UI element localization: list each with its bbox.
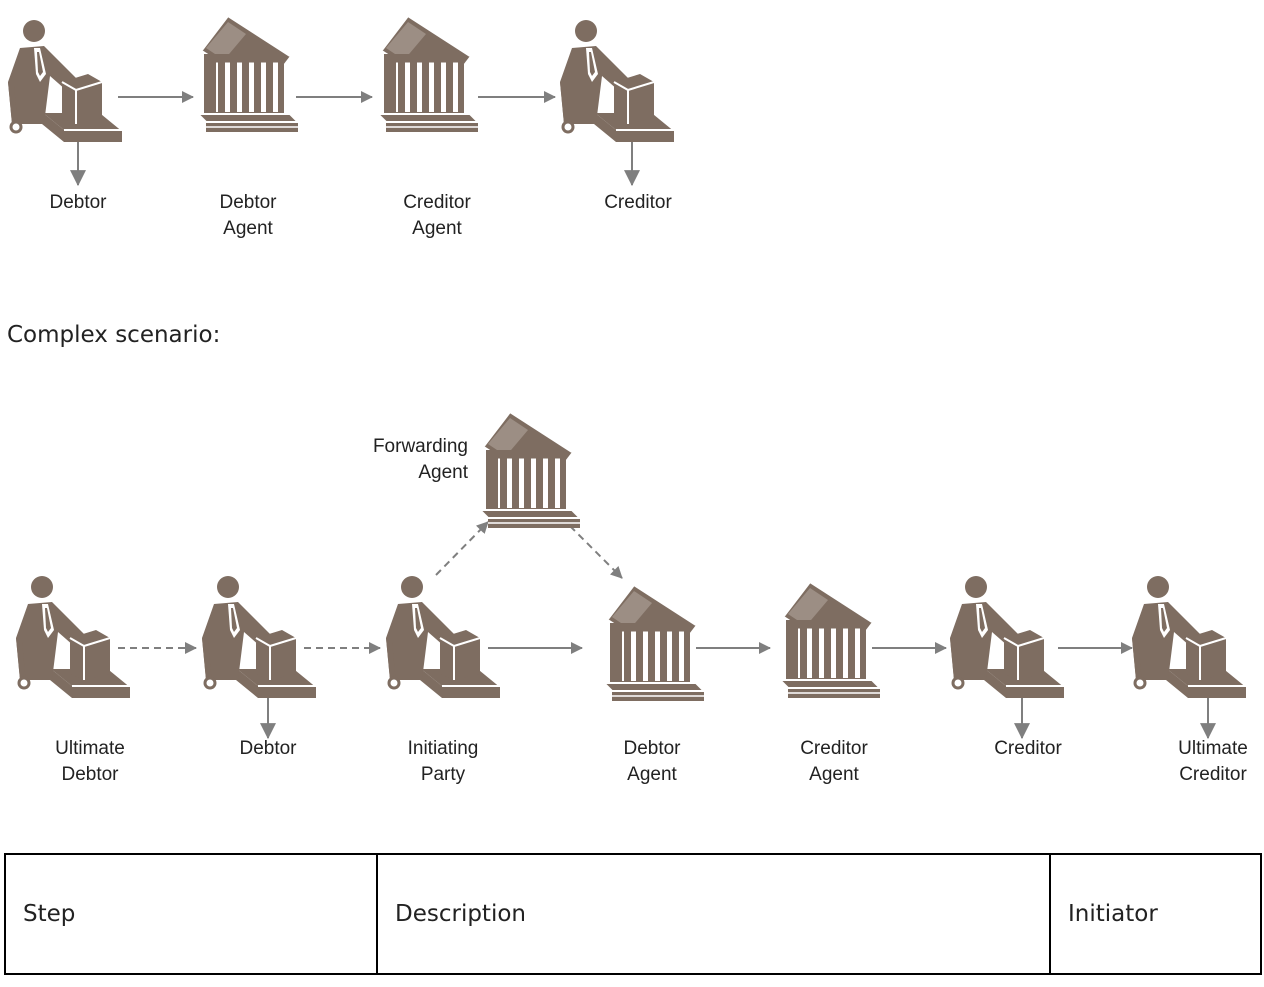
complex-ultimate-debtor-label: Ultimate Debtor [55,738,125,785]
person-icon [560,20,675,142]
complex-initiating-party-label: Initiating Party [407,738,479,785]
person-icon [950,576,1065,698]
complex-ultimate-creditor-label: Ultimate Creditor [1178,738,1248,785]
simple-creditor-agent-label: Creditor Agent [403,192,471,239]
person-icon [1132,576,1247,698]
steps-table: Step Description Initiator [4,853,1262,975]
complex-creditor-label: Creditor [994,738,1062,759]
bank-icon [479,410,583,528]
simple-creditor-label: Creditor [604,192,672,213]
person-icon [8,20,123,142]
person-icon [16,576,131,698]
simple-debtor-label: Debtor [49,192,107,213]
step-column-header: Step [4,853,378,975]
bank-icon [779,580,883,698]
complex-forwarding-agent-label: Forwarding Agent [372,436,468,483]
complex-debtor-label: Debtor [239,738,297,759]
complex-edge-initiating-party-to-forwarding-agent [435,521,489,576]
complex-scenario-heading: Complex scenario: [7,322,221,348]
person-icon [386,576,501,698]
bank-icon [603,583,707,701]
complex-debtor-agent-label: Debtor Agent [623,738,681,785]
simple-debtor-agent-label: Debtor Agent [219,192,277,239]
complex-creditor-agent-label: Creditor Agent [800,738,868,785]
description-column-header: Description [376,853,1051,975]
bank-icon [197,14,301,132]
bank-icon [377,14,481,132]
person-icon [202,576,317,698]
table-header-row: Step Description Initiator [4,853,1262,975]
initiator-column-header: Initiator [1049,853,1262,975]
complex-edge-forwarding-agent-to-debtor-agent [569,525,623,579]
